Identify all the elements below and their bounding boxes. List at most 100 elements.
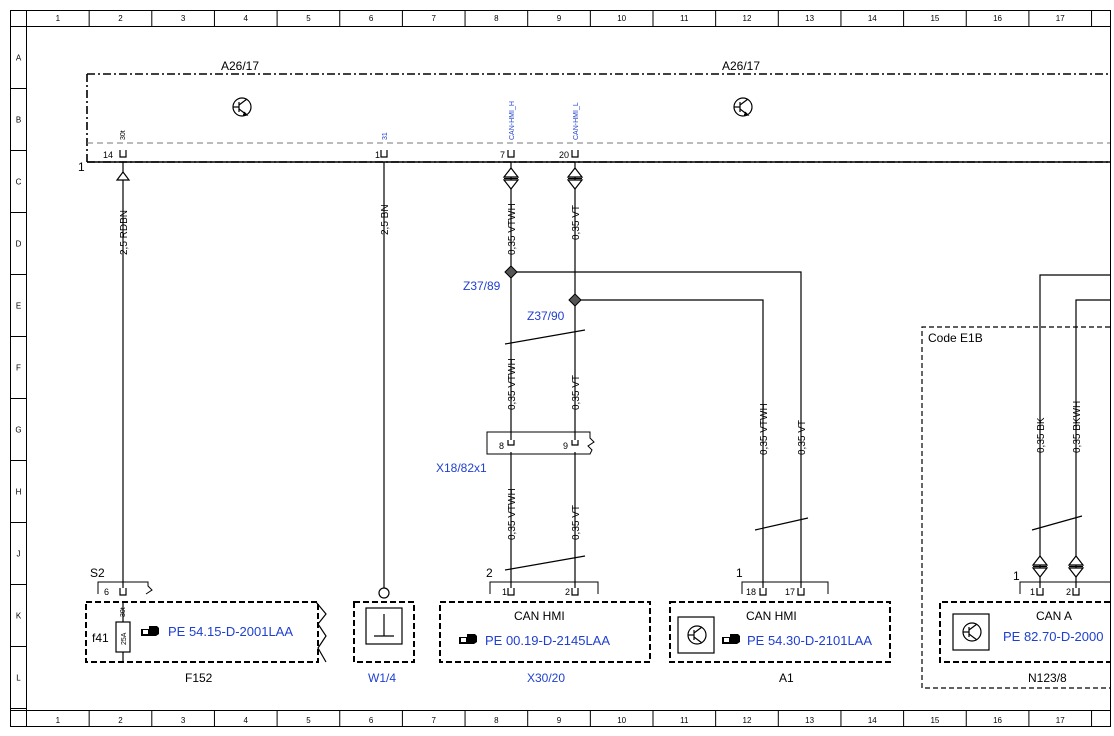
pin-signal-label: 31 <box>382 132 389 140</box>
pin-number: 1 <box>375 150 380 160</box>
grid-column-label: 16 <box>993 14 1002 23</box>
grid-column-label: 11 <box>680 14 689 23</box>
grid-column-label: 15 <box>930 716 939 725</box>
grid-column-label: 12 <box>743 716 752 725</box>
reference-link[interactable]: PE 82.70-D-2000 <box>1003 629 1103 644</box>
grid-column-label: 3 <box>181 716 186 725</box>
grid-column-label: 8 <box>494 14 499 23</box>
wire-label: 0,35 BKWH <box>1072 401 1083 453</box>
wire-label: 0,35 VTWH <box>759 403 770 455</box>
component-f152: S2 6 30t 25A f41 PE 54.15-D-2001LAA F152 <box>85 566 327 685</box>
pin-number: 2 <box>1066 587 1071 597</box>
component-title: CAN HMI <box>514 609 565 623</box>
wire-connectors <box>115 167 1085 578</box>
hand-pointer-icon[interactable] <box>141 626 159 636</box>
pin-number: 9 <box>563 441 568 451</box>
pin-number: 20 <box>559 150 569 160</box>
splice-label: Z37/90 <box>527 309 565 323</box>
code-box: Code E1B <box>921 326 1110 689</box>
grid-column-label: 12 <box>743 14 752 23</box>
pin-number: 2 <box>565 587 570 597</box>
pin-signal-label: CAN-HMI_H <box>509 101 516 140</box>
grid-column-label: 5 <box>306 716 311 725</box>
wire-label: 0,35 VT <box>571 205 582 240</box>
wire-label: 2,5 RDBN <box>119 210 130 255</box>
grid-column-label: 1 <box>56 14 61 23</box>
control-unit-label-left: A26/17 <box>221 59 259 73</box>
grid-column-label: 2 <box>118 716 123 725</box>
connector-label: 1 <box>736 566 743 580</box>
pin-number: 14 <box>103 150 113 160</box>
component-name: W1/4 <box>368 671 396 685</box>
grid-row-label: L <box>16 674 21 683</box>
pin-number: 1 <box>502 587 507 597</box>
code-box-label: Code E1B <box>928 331 983 345</box>
grid-column-label: 4 <box>244 14 249 23</box>
grid-column-label: 13 <box>805 716 814 725</box>
component-n123-8: 1 1 2 CAN A PE 82.70-D-2000 N123/8 <box>939 569 1110 685</box>
reference-link[interactable]: PE 54.30-D-2101LAA <box>747 633 872 648</box>
grid-column-label: 1 <box>56 716 61 725</box>
wire-label: 2,5 BN <box>380 204 391 235</box>
connector-label: X18/82x1 <box>436 461 487 475</box>
pin-number: 1 <box>1030 587 1035 597</box>
grid-column-label: 2 <box>118 14 123 23</box>
pin-number: 7 <box>500 150 505 160</box>
component-name: F152 <box>185 671 213 685</box>
grid-column-label: 15 <box>930 14 939 23</box>
component-w1-4: W1/4 <box>353 587 415 685</box>
splice-points <box>504 265 582 307</box>
grid-row-label: F <box>16 364 21 373</box>
frame <box>10 10 1111 727</box>
grid-column-label: 10 <box>617 14 626 23</box>
pin-number: 8 <box>499 441 504 451</box>
grid-column-label: 13 <box>805 14 814 23</box>
wire-label: 0,35 VTWH <box>507 358 518 410</box>
pin-number: 18 <box>746 587 756 597</box>
transistor-icon <box>733 97 753 117</box>
component-name: N123/8 <box>1028 671 1067 685</box>
grid-row-label: G <box>15 426 21 435</box>
grid-column-label: 7 <box>431 14 436 23</box>
grid-column-label: 17 <box>1056 716 1065 725</box>
grid-row-label: C <box>16 178 22 187</box>
grid-row-label: H <box>16 488 22 497</box>
grid-column-label: 6 <box>369 716 374 725</box>
transistor-icon <box>677 616 715 654</box>
control-unit-a26-17: A26/17 A26/17 1 14 1 7 <box>78 59 1110 174</box>
grid-column-label: 9 <box>557 716 562 725</box>
grid-column-label: 14 <box>868 14 877 23</box>
pin-number: 6 <box>104 587 109 597</box>
control-unit-connector-number: 1 <box>78 160 85 174</box>
grid-row-label: B <box>16 116 21 125</box>
grid-column-label: 6 <box>369 14 374 23</box>
grid-column-label: 14 <box>868 716 877 725</box>
grid-row-label: J <box>17 550 21 559</box>
hand-pointer-icon[interactable] <box>722 634 740 644</box>
grid-column-label: 17 <box>1056 14 1065 23</box>
inline-connector-x18-82x1: 8 9 X18/82x1 <box>436 431 595 475</box>
fuse-label: f41 <box>92 631 109 645</box>
grid-row-label: A <box>16 54 22 63</box>
hand-pointer-icon[interactable] <box>459 634 477 644</box>
grid-row-label: E <box>16 302 21 311</box>
grid-column-label: 10 <box>617 716 626 725</box>
pin-signal-label: CAN-HMI_L <box>573 102 580 140</box>
reference-link[interactable]: PE 54.15-D-2001LAA <box>168 624 293 639</box>
wire-label: 0,35 VTWH <box>507 488 518 540</box>
reference-link[interactable]: PE 00.19-D-2145LAA <box>485 633 610 648</box>
splice-label: Z37/89 <box>463 279 501 293</box>
pin-number: 17 <box>785 587 795 597</box>
grid-column-label: 5 <box>306 14 311 23</box>
grid-row-label: D <box>16 240 22 249</box>
wire-label: 0,35 VT <box>797 420 808 455</box>
connector-label: 2 <box>486 566 493 580</box>
component-name: A1 <box>779 671 794 685</box>
component-name: X30/20 <box>527 671 565 685</box>
wire-label: 0,35 VTWH <box>507 203 518 255</box>
wire-label: 0,35 BK <box>1036 417 1047 453</box>
